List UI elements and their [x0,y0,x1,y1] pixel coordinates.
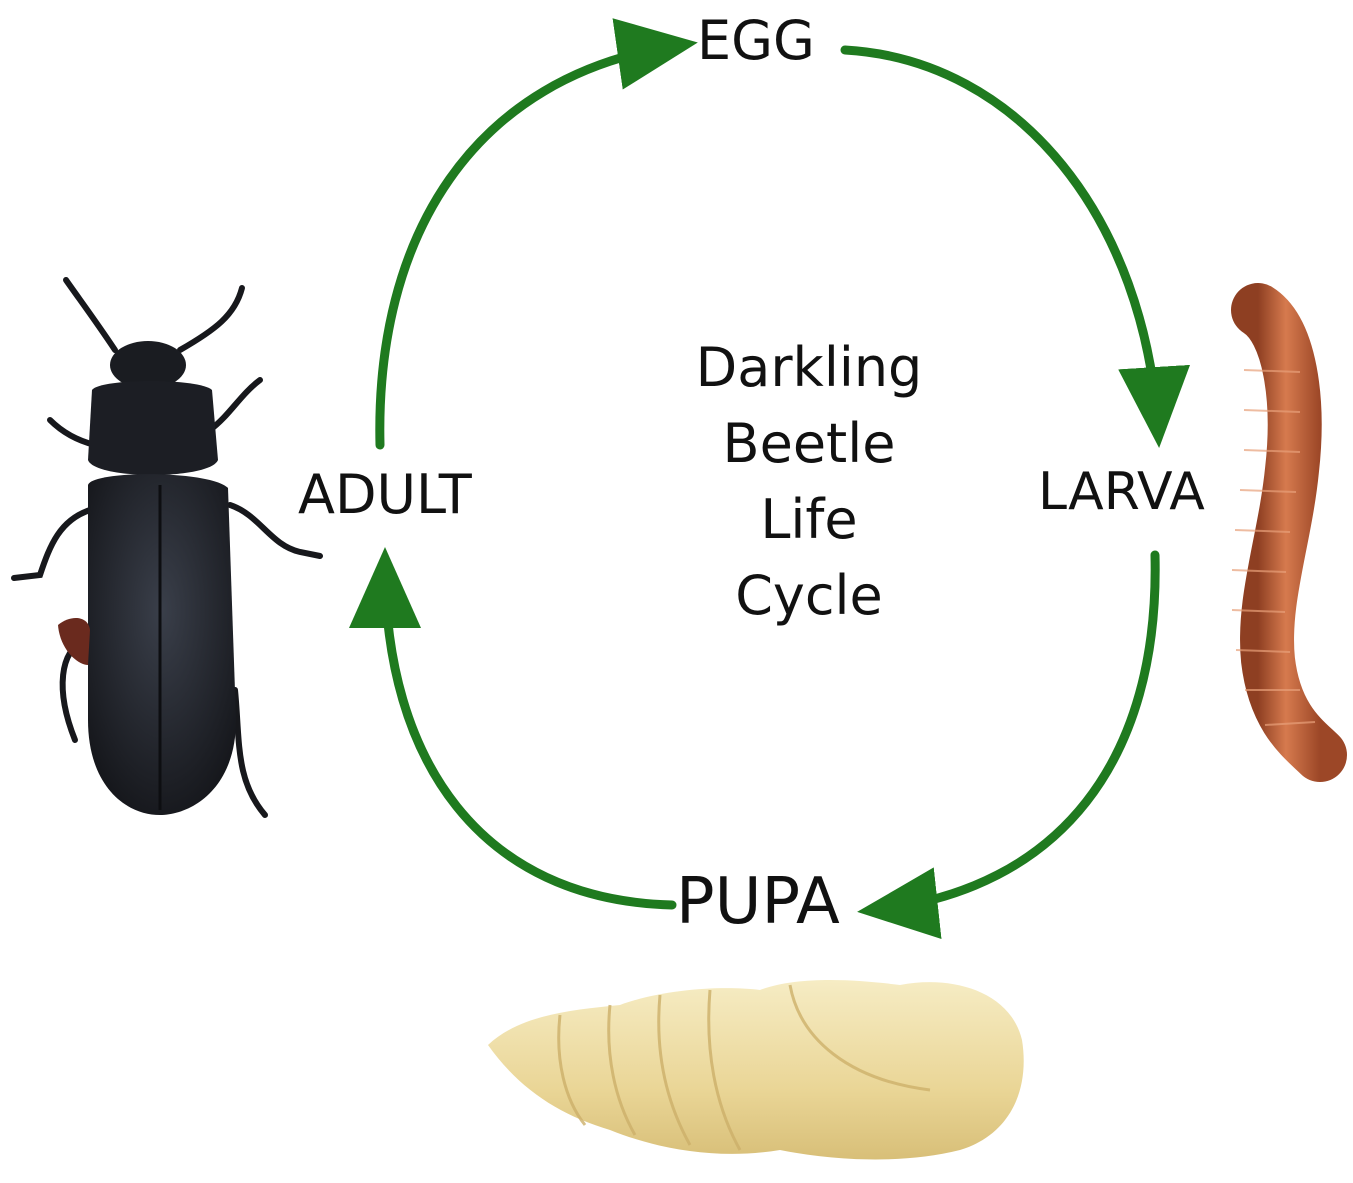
stage-label-pupa: PUPA [676,870,840,934]
adult-beetle-illustration [14,280,320,815]
pupa-illustration [488,980,1024,1159]
stage-label-adult: ADULT [298,468,472,522]
arrow-pupa-to-adult [385,565,672,905]
stage-label-egg: EGG [697,14,815,68]
title-line: Darkling [650,330,968,406]
stage-label-larva: LARVA [1038,466,1205,518]
larva-illustration [1232,310,1320,755]
arrow-adult-to-egg [380,45,680,445]
diagram-title: Darkling Beetle Life Cycle [650,330,968,634]
title-line: Life [650,482,968,558]
title-line: Cycle [650,558,968,634]
title-line: Beetle [650,406,968,482]
